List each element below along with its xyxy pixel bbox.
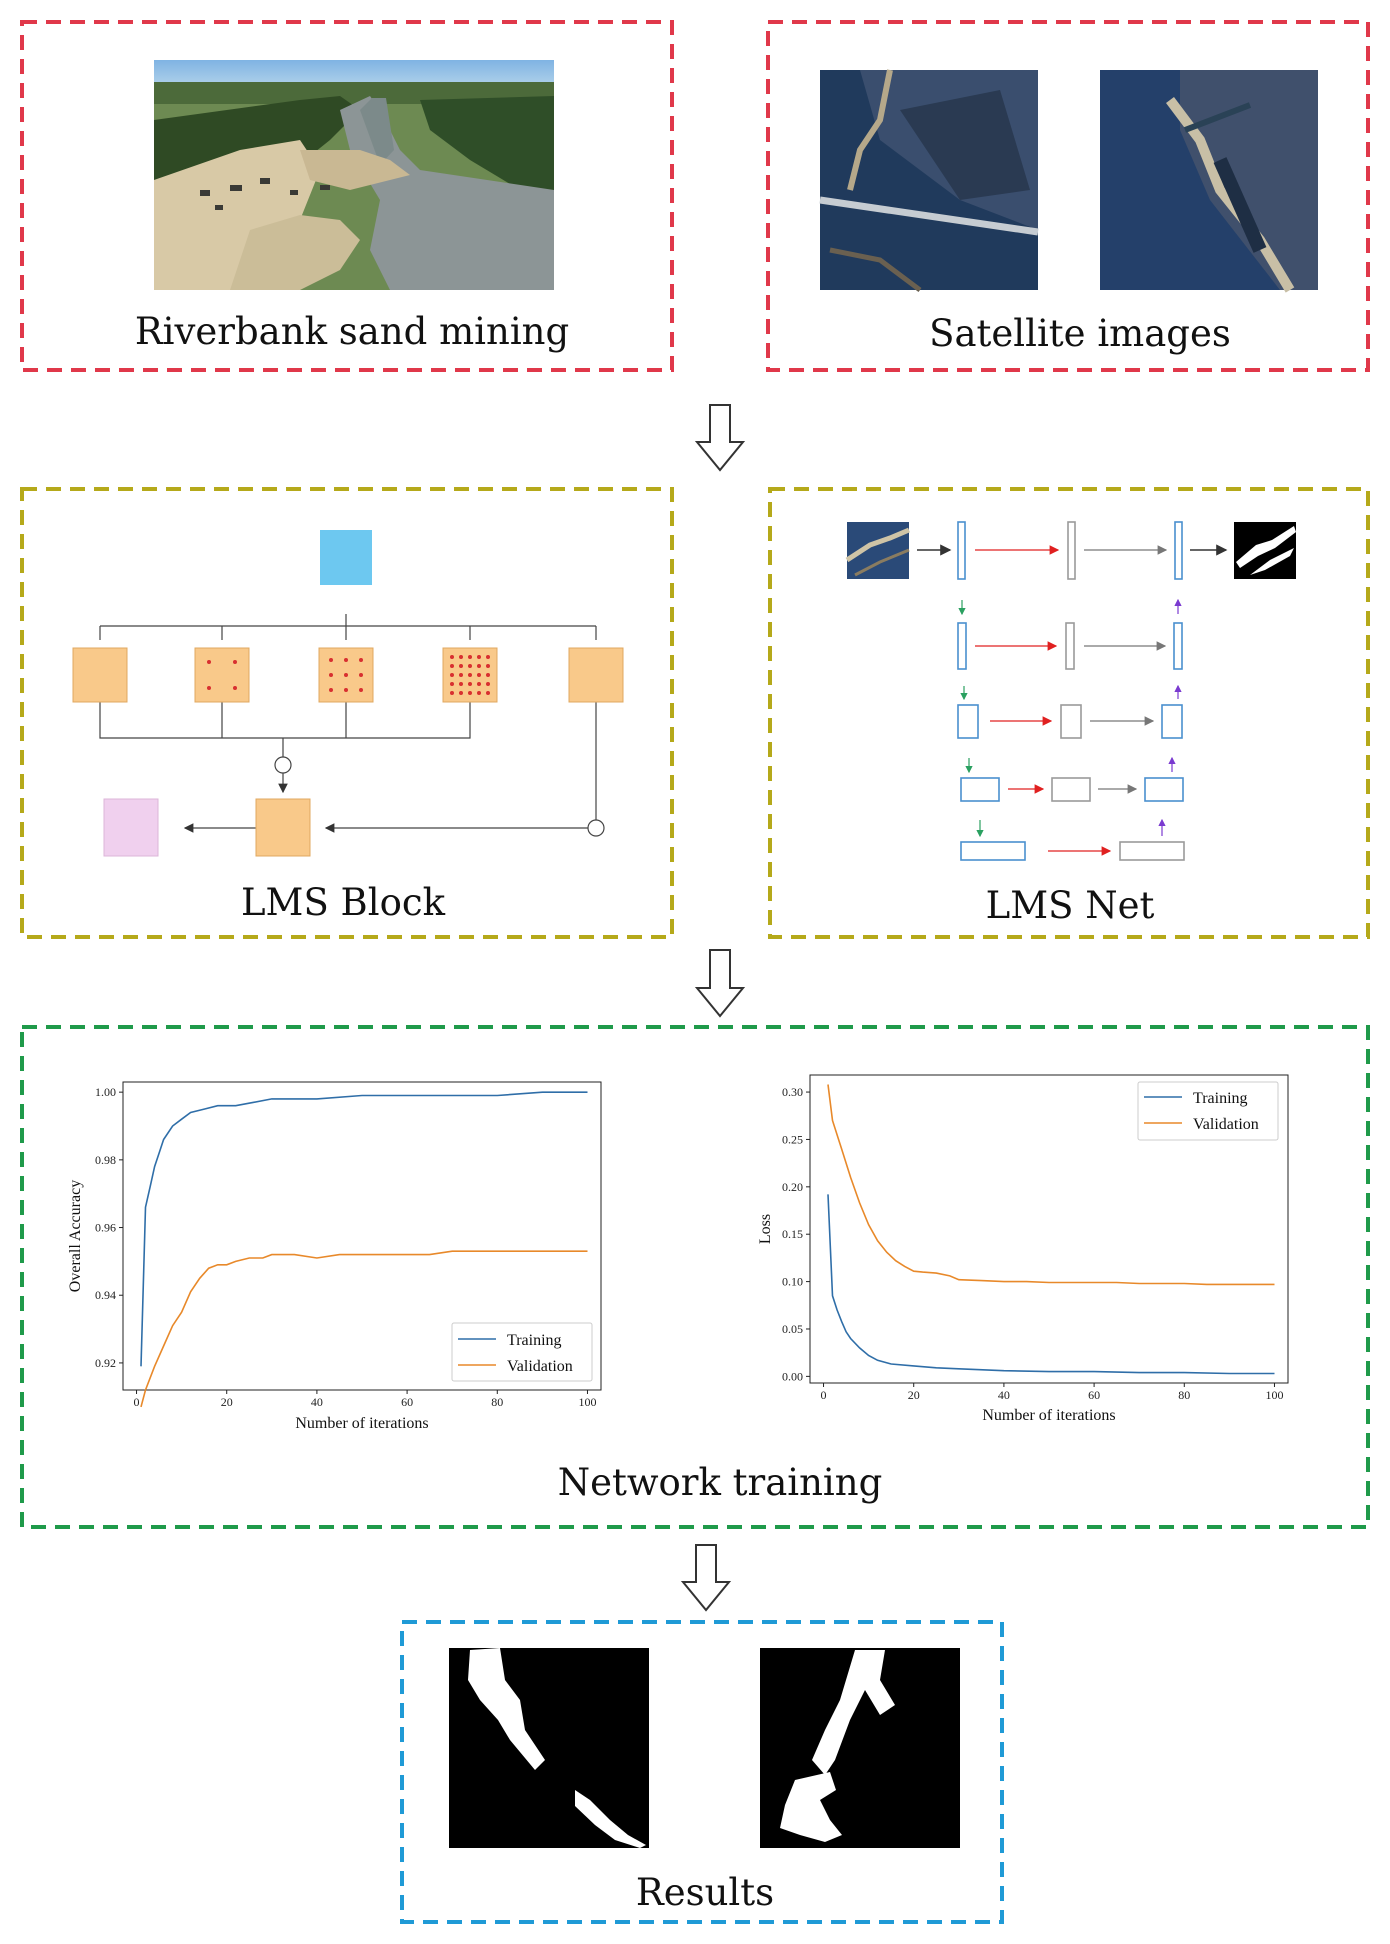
fused-block <box>255 798 311 857</box>
sand-mining-title: Riverbank sand mining <box>135 310 569 353</box>
loss-x-axis-label: Number of iterations <box>982 1407 1115 1424</box>
loss-training-line <box>827 1194 1275 1375</box>
decoder-blocks <box>1144 521 1184 802</box>
accuracy-legend: Training Validation <box>451 1322 593 1382</box>
loss-y-tick-label: 0.20 <box>782 1180 803 1194</box>
accuracy-x-tick-label: 0 <box>134 1395 140 1409</box>
loss-y-tick-label: 0.05 <box>782 1322 803 1336</box>
network-training-title: Network training <box>558 1461 883 1504</box>
result-mask-2 <box>760 1648 960 1848</box>
accuracy-x-axis-label: Number of iterations <box>295 1415 428 1432</box>
output-block <box>103 798 159 857</box>
loss-y-tick-label: 0.15 <box>782 1227 803 1241</box>
loss-legend-validation: Validation <box>1193 1116 1259 1133</box>
accuracy-y-tick-label: 0.94 <box>95 1288 116 1302</box>
conv-branch-dilated-3 <box>318 647 374 703</box>
satellite-panel: Satellite images <box>766 20 1370 372</box>
sand-mining-photo <box>154 60 554 290</box>
accuracy-validation-line <box>140 1250 588 1408</box>
conv-branch-plain <box>72 647 128 703</box>
input-block <box>320 530 372 585</box>
lms-block-panel: LMS Block <box>20 487 674 939</box>
loss-x-tick-label: 80 <box>1178 1388 1190 1402</box>
conv-branch-residual <box>568 647 624 703</box>
satellite-title: Satellite images <box>929 312 1231 355</box>
results-title: Results <box>636 1871 774 1914</box>
conv-branch-dilated-5 <box>442 647 498 703</box>
accuracy-x-tick-label: 100 <box>578 1395 596 1409</box>
lms-block-title: LMS Block <box>241 881 446 924</box>
encoder-blocks <box>957 521 1026 861</box>
loss-y-axis-label: Loss <box>757 1214 774 1244</box>
loss-y-tick-label: 0.00 <box>782 1369 803 1383</box>
loss-y-tick-label: 0.30 <box>782 1085 803 1099</box>
accuracy-x-tick-label: 60 <box>401 1395 413 1409</box>
loss-validation-line <box>827 1084 1275 1286</box>
accuracy-chart: 0 20 40 60 80 100 0.92 0.94 0.96 0.98 1.00 Number… <box>67 1081 602 1432</box>
net-output-mask <box>1234 522 1296 579</box>
satellite-image-1 <box>819 69 1039 292</box>
loss-y-tick-label: 0.25 <box>782 1132 803 1146</box>
results-panel: Results <box>400 1620 1004 1924</box>
loss-legend-training: Training <box>1193 1090 1248 1107</box>
net-arrows <box>917 544 1228 856</box>
sand-mining-panel: Riverbank sand mining <box>20 20 674 372</box>
flow-arrow-2 <box>694 949 746 1018</box>
accuracy-x-tick-label: 20 <box>221 1395 233 1409</box>
result-mask-1 <box>449 1648 649 1848</box>
loss-x-tick-label: 100 <box>1265 1388 1283 1402</box>
loss-x-tick-label: 0 <box>821 1388 827 1402</box>
accuracy-legend-training: Training <box>507 1332 562 1349</box>
loss-chart: 0 20 40 60 80 100 0.00 0.05 0.10 0.15 0.20 0.25 0.3… <box>757 1074 1289 1424</box>
loss-x-tick-label: 20 <box>908 1388 920 1402</box>
flow-arrow-1 <box>694 404 746 472</box>
loss-x-tick-label: 60 <box>1088 1388 1100 1402</box>
flow-arrow-3 <box>680 1544 732 1612</box>
accuracy-training-line <box>140 1091 588 1367</box>
accuracy-x-tick-label: 80 <box>491 1395 503 1409</box>
satellite-image-2 <box>1100 70 1318 293</box>
accuracy-y-tick-label: 1.00 <box>95 1085 116 1099</box>
accuracy-y-axis-label: Overall Accuracy <box>67 1180 84 1292</box>
net-input-image <box>845 522 910 579</box>
skip-blocks <box>1051 521 1185 861</box>
accuracy-legend-validation: Validation <box>507 1358 573 1375</box>
accuracy-y-tick-label: 0.96 <box>95 1221 116 1235</box>
network-training-panel: 0 20 40 60 80 100 0.92 0.94 0.96 0.98 1.00 Number… <box>20 1025 1370 1529</box>
lms-net-panel: LMS Net <box>768 487 1370 939</box>
loss-x-tick-label: 40 <box>998 1388 1010 1402</box>
loss-legend: Training Validation <box>1137 1081 1279 1141</box>
accuracy-y-tick-label: 0.92 <box>95 1356 116 1370</box>
accuracy-x-tick-label: 40 <box>311 1395 323 1409</box>
loss-y-tick-label: 0.10 <box>782 1275 803 1289</box>
accuracy-y-tick-label: 0.98 <box>95 1153 116 1167</box>
lms-net-title: LMS Net <box>986 884 1155 927</box>
conv-branch-dilated-2 <box>194 647 250 703</box>
